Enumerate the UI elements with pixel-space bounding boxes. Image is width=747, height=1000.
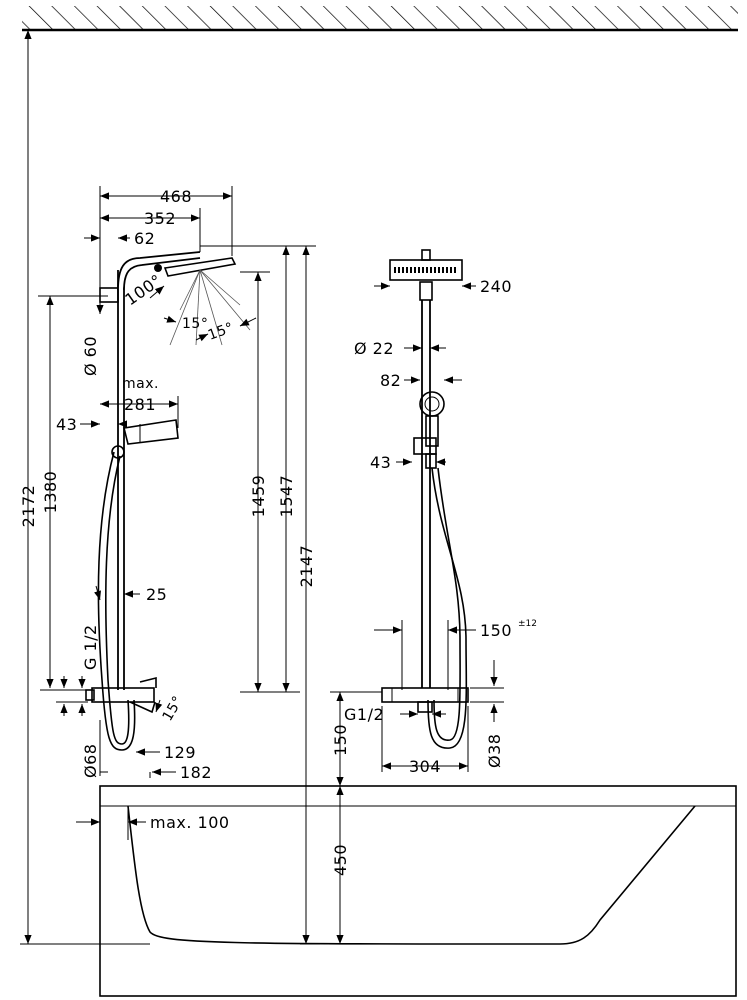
left-shower-view — [85, 251, 251, 751]
dim-240: 240 — [480, 277, 512, 296]
shower-hose-outer — [97, 451, 136, 751]
connection-right: G1/2 — [344, 705, 384, 724]
right-dimensions: 240 Ø 22 82 43 150 ±12 Ø38 G1/2 150 — [330, 277, 537, 786]
front-hose-outer — [427, 467, 468, 749]
spray-angle-2: 15° — [206, 320, 236, 344]
dim-1459: 1459 — [249, 475, 268, 518]
dim-468: 468 — [160, 187, 192, 206]
head-joint — [154, 264, 162, 272]
dim-1380: 1380 — [41, 471, 60, 514]
dim-150-tolerance: ±12 — [518, 619, 537, 629]
overhead-shower-head — [163, 257, 237, 277]
bathtub-outline — [99, 785, 737, 997]
dim-304: 304 — [409, 757, 441, 776]
dim-82: 82 — [380, 371, 401, 390]
dim-150-spread: 150 — [480, 621, 512, 640]
dim-62: 62 — [134, 229, 155, 248]
dim-68: Ø68 — [81, 744, 100, 778]
spray-angle-1: 15° — [182, 316, 208, 332]
dim-38: Ø38 — [485, 734, 504, 768]
dim-pipe-22: Ø 22 — [354, 339, 394, 358]
front-hose-inner — [433, 467, 461, 741]
bathtub — [99, 785, 737, 997]
front-holder — [413, 437, 437, 455]
hand-shower — [123, 419, 179, 445]
mixer-lever — [139, 676, 157, 688]
dim-pipe-60: Ø 60 — [81, 336, 100, 376]
ceiling — [22, 6, 738, 32]
max-label-left: max. — [122, 376, 159, 392]
bathtub-dimensions: max. 100 450 — [76, 786, 350, 944]
connection-left: G 1/2 — [81, 624, 100, 670]
spout — [129, 701, 156, 714]
dim-352: 352 — [144, 209, 176, 228]
dim-450: 450 — [331, 844, 350, 876]
front-mixer-bar — [381, 687, 469, 703]
dim-182: 182 — [180, 763, 212, 782]
left-dimensions: 468 352 62 100° 15° 15° Ø 60 max. 281 43… — [19, 30, 320, 945]
dim-281: 281 — [124, 395, 156, 414]
right-shower-view — [381, 249, 469, 749]
front-hand-shower-grip — [425, 415, 439, 447]
hand-shower-holder — [111, 445, 125, 459]
mixer-knob-left — [85, 689, 95, 701]
dim-43-right: 43 — [370, 453, 391, 472]
dim-25: 25 — [146, 585, 167, 604]
bathtub-basin — [127, 805, 696, 945]
mixer-body — [91, 687, 155, 703]
dim-43-left: 43 — [56, 415, 77, 434]
ceiling-hatch — [22, 6, 738, 30]
dim-2172: 2172 — [19, 485, 38, 528]
dim-max-100: max. 100 — [150, 813, 230, 832]
spout-angle: 15° — [160, 693, 187, 724]
dim-1547: 1547 — [277, 475, 296, 518]
dim-150-height: 150 — [331, 724, 350, 756]
wall-bracket — [99, 287, 119, 303]
dim-2147: 2147 — [297, 545, 316, 588]
front-hand-shower — [419, 391, 445, 417]
dim-129: 129 — [164, 743, 196, 762]
